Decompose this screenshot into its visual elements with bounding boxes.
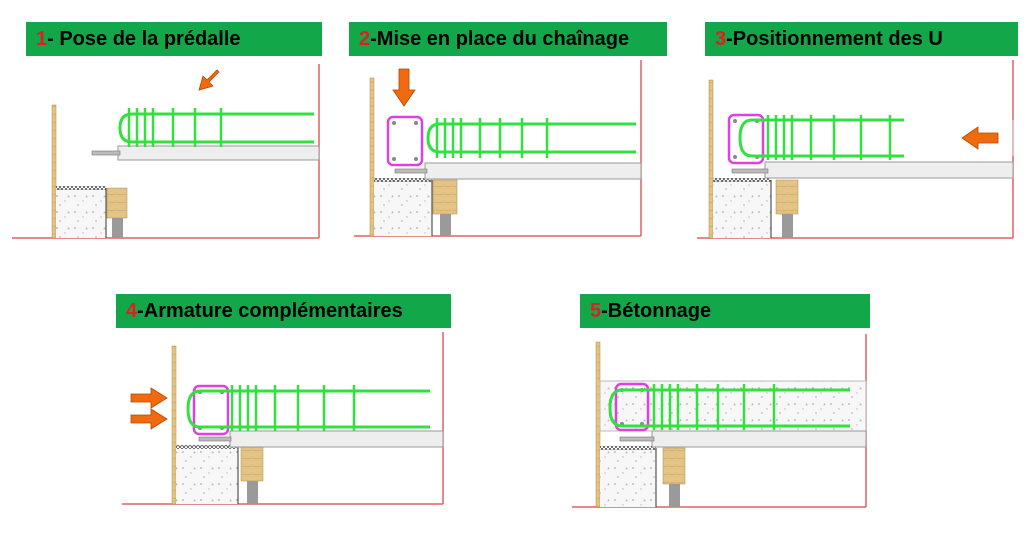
step-3-number: 3 [715,28,727,50]
panel-1-wall [56,188,106,238]
step-3-title: 3-Positionnement des U [705,22,1018,56]
panel-4-rebar-stub [198,436,232,442]
panel-5 [572,334,867,508]
step-5-number: 5 [590,300,602,322]
panel-1-arrow-icon [198,69,220,91]
step-2-number: 2 [359,28,371,50]
panel-3-predalle [764,161,1014,179]
panel-1 [12,64,320,239]
panel-1-predalle [117,145,320,161]
panel-2 [354,60,642,237]
panel-4-arrow-right-top-icon [130,387,168,409]
step-4-number: 4 [126,300,138,322]
panel-1-prop-head [106,187,128,219]
panel-4-prop [247,481,258,504]
panel-1-rebar-stub [91,150,121,156]
panel-3-wall-top [713,178,771,182]
panel-4-formwork [171,345,177,505]
panel-1-stirrups [127,108,223,147]
panel-4-rebar-u [186,389,430,429]
panel-2-wall [374,180,432,236]
step-1-number: 1 [36,28,48,50]
panel-5-rebars [652,384,776,430]
panel-3-chainage-cage [727,113,765,165]
panel-4-chainage-bars [198,390,224,430]
panel-4-predalle [229,430,444,448]
panel-4-wall-top [176,445,238,449]
panel-3-rebar-stub [731,168,769,174]
panel-2-chainage-cage [386,115,424,167]
panel-5-rebar-u [608,388,850,428]
panel-1-rebar-u [118,112,314,144]
panel-5-prop-head [662,447,686,485]
step-1-title: 1- Pose de la prédalle [26,22,322,56]
panel-5-chainage-cage [614,382,650,432]
panel-2-stirrups [435,118,549,158]
panel-3-stirrups [766,115,892,160]
panel-2-chainage-bars [392,121,418,161]
panel-2-rebar-u [426,122,636,154]
panel-2-arrow-down-icon [392,68,416,107]
step-2-label: -Mise en place du chaînage [370,28,630,50]
panel-5-formwork [595,341,601,508]
step-5-label: -Bétonnage [601,300,712,322]
panel-5-wall-top [600,446,656,450]
panel-4 [122,332,444,505]
step-3-label: -Positionnement des U [726,28,943,50]
step-4-label: -Armature complémentaires [137,300,403,322]
panel-5-rebar-stub [619,436,655,442]
panel-4-prop-head [240,446,264,482]
panel-2-prop [440,214,451,236]
panel-3-u-bar [738,118,904,158]
panel-3-wall [713,180,771,238]
panel-2-wall-top [374,178,432,182]
panel-1-formwork [51,104,57,239]
panel-4-additional-rebars [230,385,356,431]
panel-3-formwork [708,79,714,239]
panel-5-prop [669,484,680,507]
panel-1-prop [112,218,123,238]
panel-5-predalle [651,430,867,448]
panel-4-wall [176,447,238,504]
panel-2-formwork [369,77,375,237]
panel-2-prop-head [432,179,458,215]
panel-3-prop-head [775,179,799,215]
panel-3 [697,60,1014,239]
panel-3-prop [782,214,793,238]
panel-1-wall-top [56,186,106,190]
step-2-title: 2-Mise en place du chaînage [349,22,667,56]
step-1-label: - Pose de la prédalle [47,28,241,50]
panel-4-chainage-cage [192,384,230,436]
panel-4-arrow-right-bottom-icon [130,408,168,430]
panel-3-arrow-left-icon [961,126,999,150]
step-4-title: 4-Armature complémentaires [116,294,451,328]
step-5-title: 5-Bétonnage [580,294,870,328]
panel-5-wall [600,448,656,507]
panel-2-rebar-stub [394,168,428,174]
panel-2-predalle [424,162,642,180]
